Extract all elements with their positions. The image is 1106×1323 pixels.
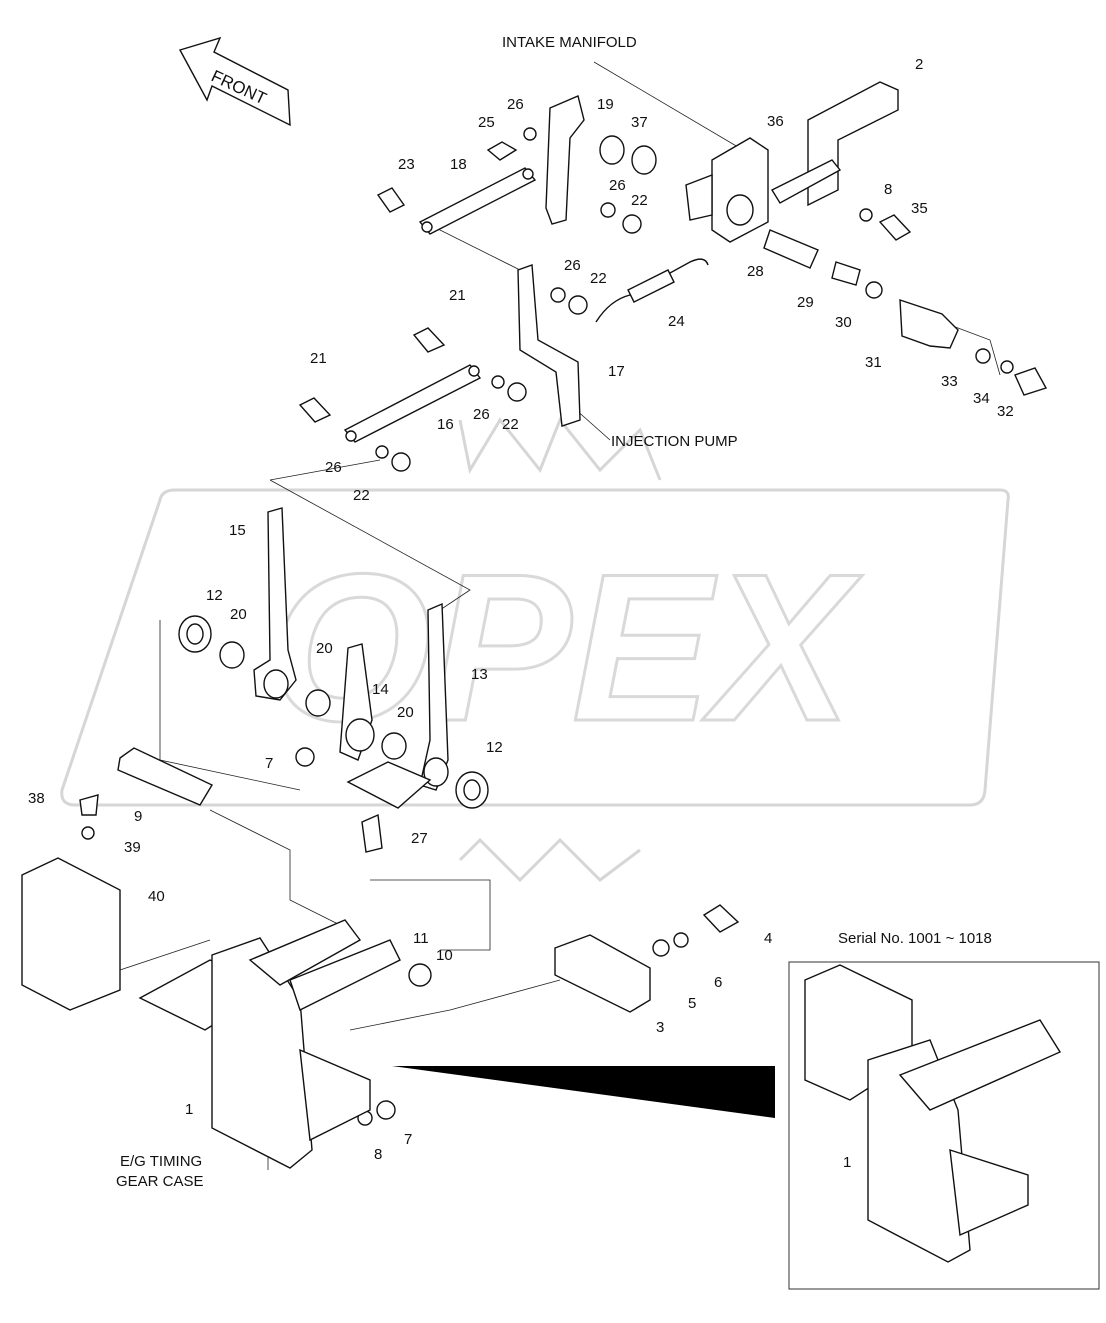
part-bracket-1	[138, 919, 401, 1169]
callout-21a: 21	[449, 287, 466, 304]
callout-33: 33	[941, 373, 958, 390]
callout-3: 3	[656, 1019, 664, 1036]
callout-7a: 7	[265, 755, 273, 772]
injection-pump-label: INJECTION PUMP	[611, 433, 738, 450]
part-pin-9	[117, 747, 213, 806]
part-lever-31	[899, 299, 959, 349]
callout-1: 1	[185, 1101, 193, 1118]
part-rod-16	[343, 364, 482, 443]
serial-inset	[788, 961, 1100, 1290]
callout-17: 17	[608, 363, 625, 380]
part-lever-13	[419, 602, 449, 791]
part-spring-24	[595, 258, 709, 323]
callout-37: 37	[631, 114, 648, 131]
callout-34: 34	[973, 390, 990, 407]
callout-20c: 20	[397, 704, 414, 721]
callout-8b: 8	[374, 1146, 382, 1163]
callout-26c: 26	[564, 257, 581, 274]
callout-7b: 7	[404, 1131, 412, 1148]
callout-35: 35	[911, 200, 928, 217]
callout-12b: 12	[486, 739, 503, 756]
callout-31: 31	[865, 354, 882, 371]
part-lever-19	[545, 95, 585, 225]
callout-20b: 20	[316, 640, 333, 657]
part-bracket-40	[21, 857, 121, 1011]
callout-22c: 22	[502, 416, 519, 433]
timing-case-label-1: E/G TIMING	[120, 1153, 202, 1170]
direction-wedge	[392, 1066, 775, 1118]
watermark-logo: OPEX	[60, 417, 1010, 883]
front-arrow: FRONT	[178, 36, 291, 127]
part-lever-14	[339, 643, 375, 761]
part-bushings	[178, 615, 489, 809]
serial-number-label: Serial No. 1001 ~ 1018	[838, 930, 992, 947]
callout-13: 13	[471, 666, 488, 683]
part-base-plate-13	[346, 761, 432, 809]
callout-18: 18	[450, 156, 467, 173]
callout-38: 38	[28, 790, 45, 807]
callout-32: 32	[997, 403, 1014, 420]
part-cam-29-30	[831, 261, 883, 299]
part-rod-18	[418, 167, 537, 235]
callout-19: 19	[597, 96, 614, 113]
callout-40: 40	[148, 888, 165, 905]
callout-16: 16	[437, 416, 454, 433]
timing-case-label-2: GEAR CASE	[116, 1173, 204, 1190]
callout-9: 9	[134, 808, 142, 825]
callout-28: 28	[747, 263, 764, 280]
part-lever-15	[253, 507, 297, 701]
callout-14: 14	[372, 681, 389, 698]
callout-24: 24	[668, 313, 685, 330]
callout-10: 10	[436, 947, 453, 964]
callout-29: 29	[797, 294, 814, 311]
callout-36: 36	[767, 113, 784, 130]
callout-25: 25	[478, 114, 495, 131]
callout-4: 4	[764, 930, 772, 947]
part-collars-37	[599, 135, 657, 175]
callout-26e: 26	[325, 459, 342, 476]
callout-30: 30	[835, 314, 852, 331]
callout-26b: 26	[609, 177, 626, 194]
leader-lines	[119, 61, 1001, 1170]
callout-22a: 22	[631, 192, 648, 209]
callout-22d: 22	[353, 487, 370, 504]
callout-12a: 12	[206, 587, 223, 604]
callout-11: 11	[413, 930, 429, 947]
part-shaft-28	[763, 229, 819, 269]
callout-2: 2	[915, 56, 923, 73]
part-plate-36	[685, 137, 769, 243]
callout-6: 6	[714, 974, 722, 991]
callout-15: 15	[229, 522, 246, 539]
part-block-3	[554, 934, 651, 1013]
callout-5: 5	[688, 995, 696, 1012]
callout-39: 39	[124, 839, 141, 856]
callout-8a: 8	[884, 181, 892, 198]
part-nuts-washers	[81, 127, 1014, 1126]
callout-numbers: 1 1 2 3 4 5 6 7 7 8 8 9 10 11 12 12 13 1…	[28, 56, 1014, 1171]
callout-20a: 20	[230, 606, 247, 623]
part-lever-17	[517, 264, 581, 427]
callout-22b: 22	[590, 270, 607, 287]
callout-26a: 26	[507, 96, 524, 113]
callout-21b: 21	[310, 350, 327, 367]
callout-27: 27	[411, 830, 428, 847]
part-link-sleeve-36b	[771, 159, 842, 204]
callout-26d: 26	[473, 406, 490, 423]
callout-23: 23	[398, 156, 415, 173]
part-bolts	[79, 141, 1048, 933]
callout-1-inset: 1	[843, 1154, 851, 1171]
intake-manifold-label: INTAKE MANIFOLD	[502, 34, 637, 51]
